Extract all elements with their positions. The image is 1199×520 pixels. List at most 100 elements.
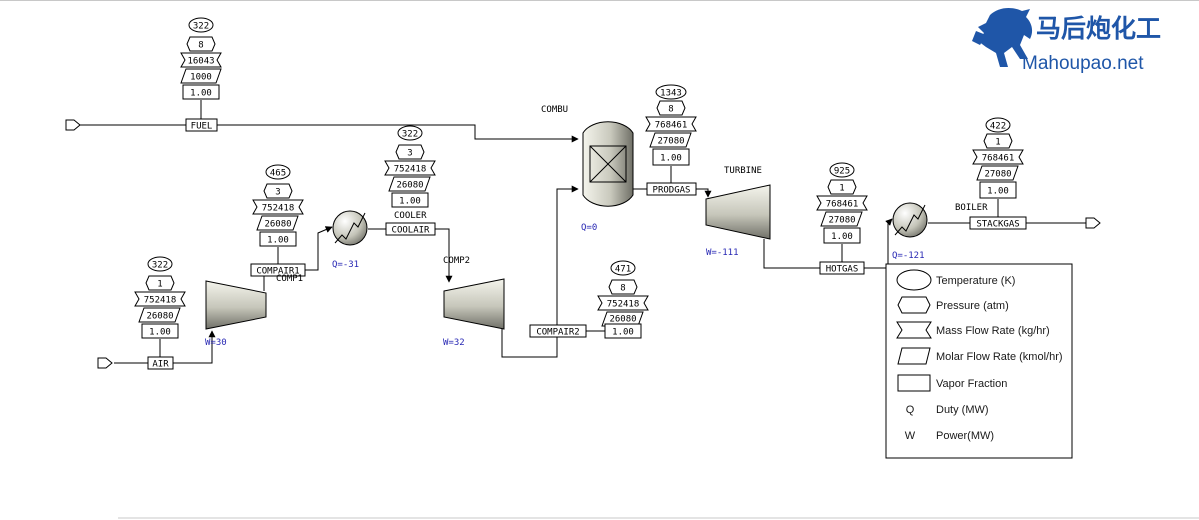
compair1-mass-flow: 752418 [262,204,295,214]
stackgas-temperature: 422 [990,122,1006,132]
block-label-turbine: TURBINE [724,166,762,176]
svg-text:AIR: AIR [152,360,169,370]
result-stack-prodgas[interactable]: 1343 8 768461 27080 1.00 [645,84,697,183]
stream-tag-compair2[interactable]: COMPAIR2 [529,324,587,338]
feed-arrow-air-icon[interactable] [97,357,113,369]
stream-tag-prodgas[interactable]: PRODGAS [646,182,697,196]
legend-duty: Duty (MW) [936,404,989,416]
stackgas-vapor-fraction: 1.00 [987,187,1009,197]
legend-rectangle-icon [897,374,931,392]
stream-line-air[interactable] [114,330,216,364]
stream-line-coolair[interactable] [368,228,453,283]
legend-oval-icon [896,269,932,291]
result-stack-air[interactable]: 322 1 752418 26080 1.00 [134,256,186,357]
block-label-comp1: COMP1 [276,274,303,284]
coolair-molar-flow: 26080 [396,181,423,191]
legend-hexagon-icon [897,296,931,314]
block-label-cooler: COOLER [394,211,427,221]
stream-tag-air[interactable]: AIR [147,356,174,370]
duty-comp2: W=32 [443,338,465,348]
fuel-temperature: 322 [193,22,209,32]
legend-power-symbol: W [905,430,916,442]
compair1-vapor-fraction: 1.00 [267,236,289,246]
prodgas-vapor-fraction: 1.00 [660,154,682,164]
coolair-vapor-fraction: 1.00 [399,197,421,207]
legend-pressure: Pressure (atm) [936,300,1009,312]
compair2-molar-flow: 26080 [609,315,636,325]
svg-text:FUEL: FUEL [191,122,213,132]
prodgas-mass-flow: 768461 [655,121,688,131]
air-molar-flow: 26080 [146,312,173,322]
duty-cooler: Q=-31 [332,260,359,270]
coolair-temperature: 322 [402,130,418,140]
compair2-vapor-fraction: 1.00 [612,328,634,338]
logo-text-en: Mahoupao.net [1022,53,1144,74]
result-stack-compair2[interactable]: 471 8 752418 26080 1.00 [586,260,649,339]
svg-text:COMPAIR1: COMPAIR1 [256,267,299,277]
coolair-pressure: 3 [407,149,412,159]
svg-text:COOLAIR: COOLAIR [392,226,431,236]
stream-tag-stackgas[interactable]: STACKGAS [969,216,1027,230]
product-arrow-stackgas-icon[interactable] [1085,217,1101,229]
stream-line-compair1[interactable] [263,226,333,291]
svg-text:PRODGAS: PRODGAS [653,186,691,196]
result-stack-compair1[interactable]: 465 3 752418 26080 1.00 [252,164,304,264]
hotgas-pressure: 1 [839,184,844,194]
legend-bowtie-icon [896,321,932,339]
heater-cooler[interactable]: COOLER [332,210,427,246]
stream-tags: FUEL AIR COMPAIR1 COOLAIR COMPAIR2 PRODG… [147,118,1027,370]
fuel-vapor-fraction: 1.00 [190,89,212,99]
stream-tag-fuel[interactable]: FUEL [185,118,218,132]
reactor-combu[interactable]: COMBU [541,105,634,207]
duty-turbine: W=-111 [706,248,739,258]
prodgas-pressure: 8 [668,105,673,115]
stackgas-pressure: 1 [995,138,1000,148]
result-stack-hotgas[interactable]: 925 1 768461 27080 1.00 [816,162,868,262]
turbine-turbine[interactable]: TURBINE [705,166,771,240]
compair2-pressure: 8 [620,284,625,294]
fuel-molar-flow: 1000 [190,73,212,83]
result-stack-fuel[interactable]: 322 8 16043 1000 1.00 [180,17,222,119]
compair2-mass-flow: 752418 [607,300,640,310]
stream-line-compair2[interactable] [501,185,579,358]
hotgas-vapor-fraction: 1.00 [831,232,853,242]
horse-icon [972,7,1033,67]
legend-parallelogram-icon [897,347,931,365]
svg-text:HOTGAS: HOTGAS [826,265,859,275]
legend-molar-flow: Molar Flow Rate (kmol/hr) [936,351,1063,363]
stream-tag-hotgas[interactable]: HOTGAS [819,261,865,275]
legend-vapor-fraction: Vapor Fraction [936,378,1007,390]
stackgas-mass-flow: 768461 [982,154,1015,164]
air-pressure: 1 [157,280,162,290]
legend: Temperature (K) Pressure (atm) Mass Flow… [885,263,1073,459]
prodgas-temperature: 1343 [660,89,682,99]
feed-arrow-fuel-icon[interactable] [65,119,81,131]
legend-temperature: Temperature (K) [936,275,1015,287]
result-stack-coolair[interactable]: 322 3 752418 26080 1.00 [384,125,436,208]
stream-line-fuel[interactable] [78,124,579,143]
svg-text:STACKGAS: STACKGAS [976,220,1019,230]
heater-boiler[interactable]: BOILER [892,202,988,238]
legend-mass-flow: Mass Flow Rate (kg/hr) [936,325,1050,337]
duty-comp1: W=30 [205,338,227,348]
legend-power: Power(MW) [936,430,994,442]
block-label-combu: COMBU [541,105,568,115]
logo-text-cn: 马后炮化工 [1036,14,1161,43]
stream-tag-coolair[interactable]: COOLAIR [385,222,436,236]
prodgas-molar-flow: 27080 [657,137,684,147]
fuel-mass-flow: 16043 [187,57,214,67]
compair1-pressure: 3 [275,188,280,198]
fuel-pressure: 8 [198,41,203,51]
result-stack-stackgas[interactable]: 422 1 768461 27080 1.00 [972,117,1024,217]
block-label-boiler: BOILER [955,203,988,213]
air-temperature: 322 [152,261,168,271]
compressor-comp1[interactable]: COMP1 [205,274,303,330]
duty-labels: W=30 Q=-31 W=32 Q=0 W=-111 Q=-121 [205,223,925,348]
block-label-comp2: COMP2 [443,256,470,266]
compressor-comp2[interactable]: COMP2 [443,256,505,330]
compair1-molar-flow: 26080 [264,220,291,230]
air-vapor-fraction: 1.00 [149,328,171,338]
coolair-mass-flow: 752418 [394,165,427,175]
